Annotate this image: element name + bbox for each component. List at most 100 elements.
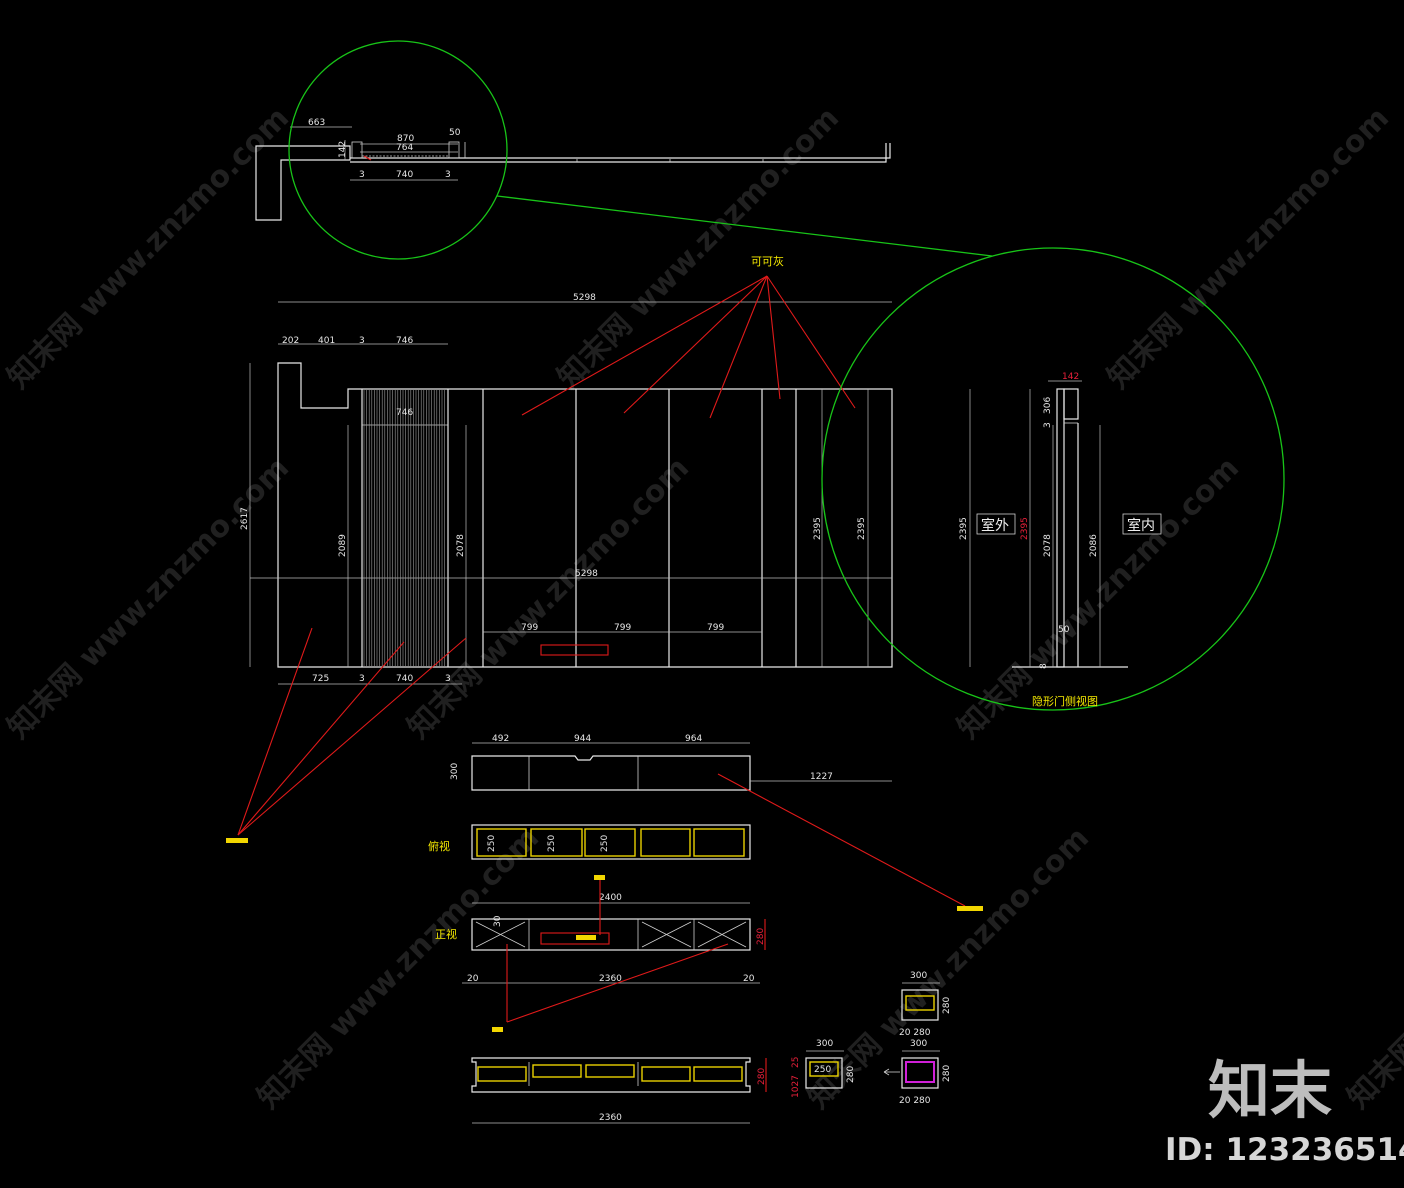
cabinet-front-view: 2400 正视 30 280 20 2360 20: [435, 880, 766, 1032]
dim-8: 8: [1039, 663, 1049, 669]
dim-50: 50: [1058, 625, 1070, 635]
cabinet-top-cell: [530, 828, 583, 857]
dim-20-280: 20 280: [899, 1096, 931, 1106]
watermark-text: 知末网 www.znzmo.com: [1, 451, 296, 746]
indoor-label-box: [1122, 513, 1162, 535]
watermark-text: 知末网 www.znzmo.com: [551, 101, 846, 396]
drawer-front: [693, 1066, 743, 1082]
cabinet-top-cell: [584, 828, 636, 857]
plan-view: 663 870 764 50 142 3 740 3: [255, 40, 891, 260]
detail-circle-plan: [288, 40, 508, 260]
material-leader: [237, 627, 313, 836]
side-view-detail: 142 306 3 2395 2395 2078 2086 50 8 室外 室内…: [821, 247, 1285, 711]
material-leader: [766, 275, 856, 409]
dim-300: 300: [910, 1039, 927, 1049]
dim-250: 250: [547, 835, 557, 852]
dim-300: 300: [910, 971, 927, 981]
dim-280: 280: [942, 997, 952, 1014]
material-leader: [709, 275, 768, 419]
dim-2078: 2078: [456, 534, 466, 557]
dim-740: 740: [396, 674, 413, 684]
section-box: [901, 989, 939, 1021]
cabinet-top-cell: [640, 828, 691, 857]
dim-799: 799: [707, 623, 724, 633]
elevation-outline: [277, 362, 893, 668]
side-view-title: 隐形门侧视图: [1032, 694, 1098, 708]
dim-2089: 2089: [338, 534, 348, 557]
dim-25-red: 25: [791, 1057, 801, 1068]
dim-2078: 2078: [1043, 534, 1053, 557]
side-door-leaf: [1056, 388, 1065, 668]
dim-746-door: 746: [396, 408, 413, 418]
dim-142: 142: [338, 141, 348, 158]
dim-1227: 1227: [810, 772, 833, 782]
material-leader: [717, 773, 966, 907]
section-drawer-magenta: [905, 1061, 935, 1083]
dim-725: 725: [312, 674, 329, 684]
dim-2086: 2086: [1089, 534, 1099, 557]
dim-3: 3: [445, 170, 451, 180]
dim-20: 20: [467, 974, 479, 984]
dim-280-red: 280: [757, 1068, 767, 1085]
material-tag: [492, 1027, 503, 1032]
elevation-view: 5298 5298 202 401 3 746 746 2617 2089 20…: [226, 254, 893, 843]
cabinet-top-outline: [471, 824, 751, 860]
outdoor-label: 室外: [981, 517, 1009, 534]
detail-leader-line: [496, 195, 993, 257]
watermark-text: 知末网 www.znzmo.com: [1341, 821, 1404, 1116]
dim-50: 50: [449, 128, 461, 138]
cabinet-top-view: 俯视 250 250 250: [428, 824, 751, 880]
dim-20-280: 20 280: [899, 1028, 931, 1038]
plan-red-mark: [363, 155, 372, 161]
dim-740: 740: [396, 170, 413, 180]
dim-1027-red: 1027: [791, 1075, 801, 1098]
cabinet-plan: 492 944 964 1227 300: [450, 734, 983, 911]
dim-764: 764: [396, 143, 413, 153]
dim-3: 3: [359, 336, 365, 346]
section-box: [805, 1057, 843, 1089]
material-leader: [506, 943, 729, 1023]
section-box: [901, 1057, 939, 1089]
dim-2400: 2400: [599, 893, 622, 903]
cabinet-top-cell: [693, 828, 745, 857]
dim-2395: 2395: [959, 517, 969, 540]
indoor-label: 室内: [1127, 517, 1155, 534]
plan-door-frame-left: [351, 141, 363, 159]
cabinet-plan-outline: [471, 755, 751, 791]
drawer-front: [477, 1066, 527, 1082]
dim-250: 250: [814, 1065, 831, 1075]
material-leader: [766, 275, 781, 400]
dim-280-red: 280: [756, 928, 766, 945]
dim-3: 3: [1043, 422, 1053, 428]
dim-5298-mid: 5298: [575, 569, 598, 579]
detail-circle-side: [821, 247, 1285, 711]
cabinet-front-cross: [475, 921, 747, 948]
dim-142-red: 142: [1062, 372, 1079, 382]
dim-202: 202: [282, 336, 299, 346]
material-leader: [237, 637, 467, 836]
fluted-door-panel: [363, 390, 445, 666]
front-view-label: 正视: [435, 927, 457, 941]
watermark-text: 知末网 www.znzmo.com: [251, 821, 546, 1116]
dim-3: 3: [445, 674, 451, 684]
cabinet-front-outline: [471, 918, 751, 951]
dim-280: 280: [942, 1065, 952, 1082]
cabinet-bottom-view: 280 2360: [471, 1057, 767, 1124]
cabinet-top-cell: [476, 828, 527, 857]
material-tag: [594, 875, 605, 880]
dim-250: 250: [487, 835, 497, 852]
dim-2360: 2360: [599, 974, 622, 984]
dim-20: 20: [743, 974, 755, 984]
dim-492: 492: [492, 734, 509, 744]
watermark-text: 知末网 www.znzmo.com: [951, 451, 1246, 746]
arrow-left-icon: [883, 1068, 890, 1076]
cabinet-bottom-outline: [471, 1057, 751, 1093]
dim-300: 300: [450, 763, 460, 780]
drawer-front: [585, 1064, 635, 1078]
brand-logo: 知末: [1208, 1054, 1332, 1127]
watermark-layer: 知末网 www.znzmo.com 知末网 www.znzmo.com 知末网 …: [1, 101, 1404, 1116]
outdoor-label-box: [976, 513, 1016, 535]
dim-2395: 2395: [857, 517, 867, 540]
plan-door-frame-right: [448, 141, 460, 159]
